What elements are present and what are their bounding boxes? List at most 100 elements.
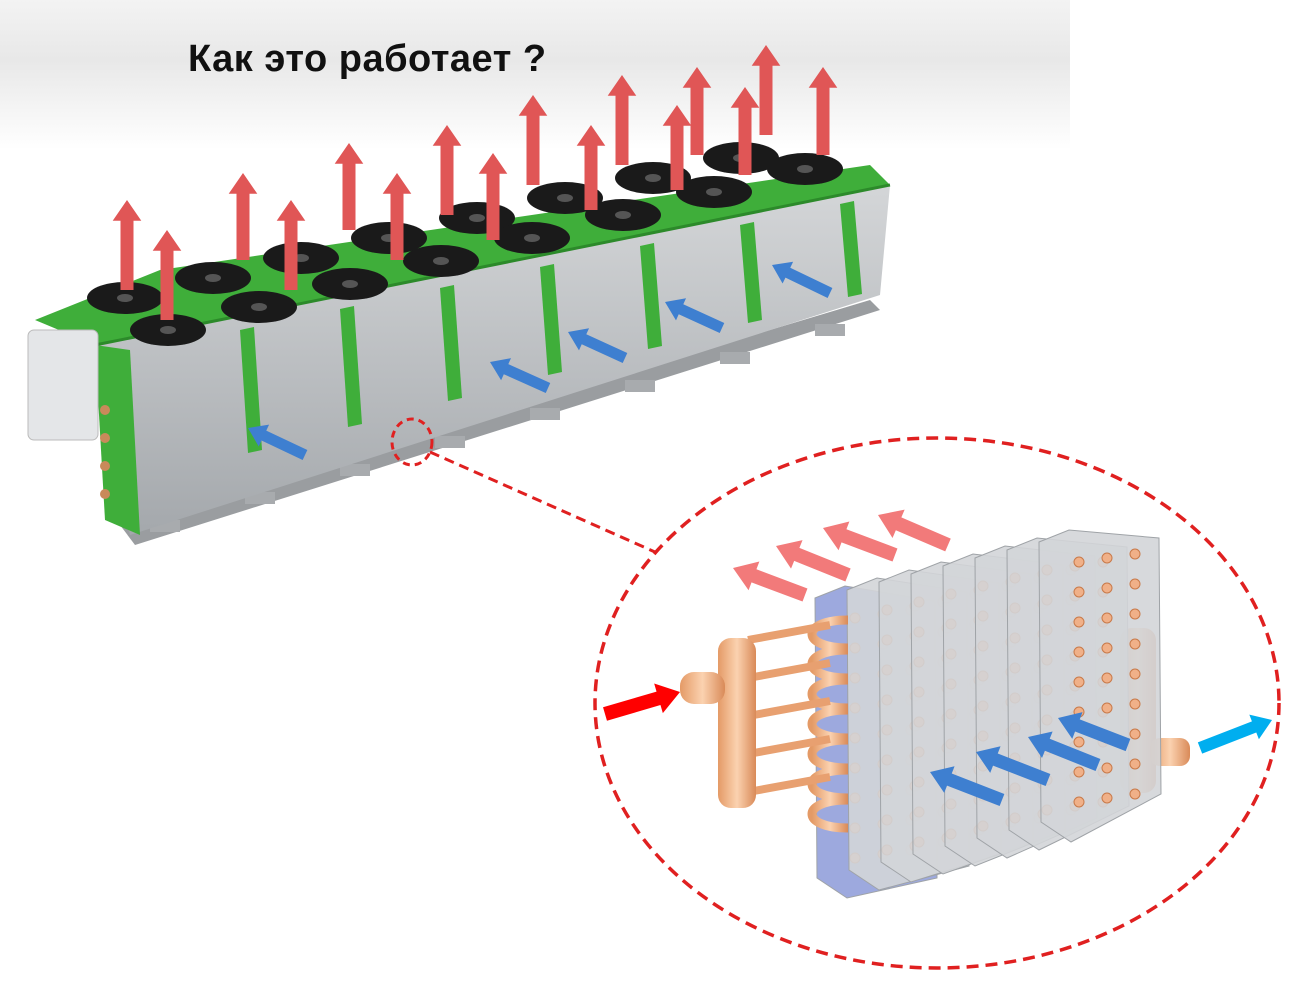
tube-end <box>1073 616 1085 628</box>
hot-air-arrow-up <box>808 67 838 155</box>
support-foot <box>340 464 370 476</box>
pipe-connection <box>100 489 110 499</box>
hot-fluid-inlet-arrow <box>603 683 680 721</box>
feed-tube <box>747 621 831 644</box>
cold-air-in-arrow <box>1058 712 1131 752</box>
cooled-fluid-outlet-arrow <box>1197 714 1272 754</box>
tube-end <box>1101 612 1113 624</box>
callout-ellipse <box>593 436 1281 970</box>
end-frame <box>95 345 140 535</box>
frame-post <box>740 222 762 323</box>
hot-air-arrow-up <box>576 125 606 210</box>
support-foot <box>815 324 845 336</box>
pipe-connection <box>100 461 110 471</box>
pipe-connection <box>100 433 110 443</box>
hot-air-arrow-up <box>152 230 182 320</box>
tube-end <box>1129 698 1141 710</box>
tube-end <box>1073 736 1085 748</box>
frame-post <box>440 285 462 401</box>
hot-air-arrow-up <box>228 173 258 260</box>
fan-hub <box>524 234 540 242</box>
tube-end <box>1101 672 1113 684</box>
support-foot <box>435 436 465 448</box>
cold-air-arrow-in <box>772 261 833 298</box>
fan-hub <box>251 303 267 311</box>
frame-post <box>340 306 362 427</box>
fan-hub <box>645 174 661 182</box>
feed-tube <box>747 659 831 682</box>
hot-air-arrow-up <box>478 153 508 240</box>
warm-air-out-arrow <box>823 521 898 562</box>
tube-end <box>1101 702 1113 714</box>
zoom-marker-circle <box>390 417 434 467</box>
hot-air-arrow-up <box>276 200 306 290</box>
feed-tube <box>747 697 831 720</box>
hot-air-arrow-up <box>334 143 364 230</box>
heat-exchanger-detail <box>603 509 1272 899</box>
hot-air-arrow-up <box>662 105 692 190</box>
page-title: Как это работает ? <box>188 38 547 80</box>
fan-hub <box>433 257 449 265</box>
tube-end <box>1129 728 1141 740</box>
inlet-header <box>718 638 756 808</box>
fan-hub <box>205 274 221 282</box>
top-edge <box>94 183 891 347</box>
fan-hub <box>117 294 133 302</box>
tube-end <box>1101 552 1113 564</box>
tube-end <box>1073 646 1085 658</box>
tube-end <box>1073 586 1085 598</box>
tube-end <box>1073 766 1085 778</box>
frame-post <box>840 201 862 297</box>
frame-post <box>640 243 662 349</box>
cold-air-arrows <box>248 261 833 460</box>
fan-hub <box>342 280 358 288</box>
hot-air-arrow-up <box>112 200 142 290</box>
fan-hub <box>706 188 722 196</box>
hot-air-arrow-up <box>382 173 412 260</box>
fan-hub <box>160 326 176 334</box>
frame-post <box>240 327 262 453</box>
tube-end <box>1101 582 1113 594</box>
tube-end <box>1101 762 1113 774</box>
hot-air-arrow-up <box>518 95 548 185</box>
pipe-connection <box>100 405 110 415</box>
cold-air-in-arrow <box>976 746 1051 787</box>
hot-air-arrow-up <box>607 75 637 165</box>
hot-air-arrow-up <box>730 87 760 175</box>
tube-end <box>1129 608 1141 620</box>
fan-hub <box>797 165 813 173</box>
frame-post <box>540 264 562 375</box>
tube-end <box>1129 578 1141 590</box>
inlet-nozzle <box>680 672 725 704</box>
support-foot <box>625 380 655 392</box>
cold-air-arrow-in <box>568 328 628 364</box>
hot-air-arrow-up <box>432 125 462 215</box>
hot-air-arrows <box>112 45 838 320</box>
support-foot <box>530 408 560 420</box>
tube-end <box>1073 556 1085 568</box>
fan-hub <box>469 214 485 222</box>
support-foot <box>720 352 750 364</box>
fan-hub <box>615 211 631 219</box>
tube-end <box>1129 638 1141 650</box>
tube-end <box>1129 758 1141 770</box>
warm-air-out-arrow <box>878 509 951 552</box>
control-box <box>27 329 99 441</box>
feed-tube <box>747 735 831 758</box>
tube-end <box>1129 788 1141 800</box>
cold-air-arrow-in <box>490 358 551 394</box>
cold-air-in-arrow <box>1028 731 1101 772</box>
tube-end <box>1101 642 1113 654</box>
base-rail <box>120 300 880 545</box>
tube-end <box>1073 676 1085 688</box>
cold-air-in-arrow <box>930 766 1005 807</box>
callout-leader-line <box>429 450 656 554</box>
cold-air-arrow-in <box>248 424 308 460</box>
fin-plate <box>1038 529 1162 843</box>
fan-hub <box>557 194 573 202</box>
warm-air-out-arrow <box>776 540 851 582</box>
tube-end <box>1073 796 1085 808</box>
feed-tube <box>747 773 831 796</box>
